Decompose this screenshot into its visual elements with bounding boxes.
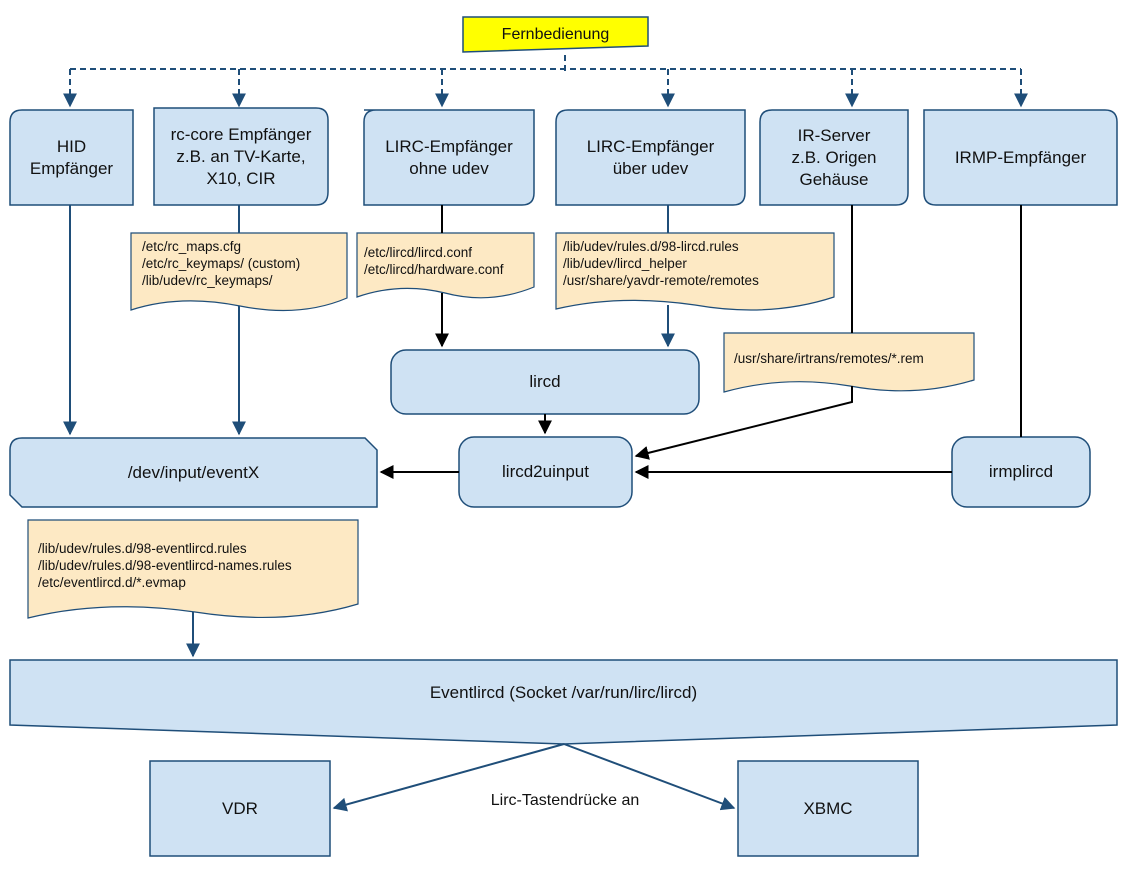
eventlircd-box (9, 659, 1118, 745)
vdr-box (149, 760, 331, 857)
eventlircd-to-vdr-arrow (332, 743, 565, 812)
remote-dashed-connectors (63, 55, 1028, 108)
lircd-box (390, 349, 700, 415)
hid-receiver-box (9, 109, 134, 206)
remote-box (462, 16, 649, 53)
xbmc-box (737, 760, 919, 857)
eventlircd-rules-note (27, 519, 359, 619)
irserver-receiver-box (759, 109, 909, 206)
irmplircd-box (951, 436, 1091, 508)
irmp-receiver-box (923, 109, 1118, 206)
rcmaps-note (130, 232, 348, 312)
lircd2uinput-box (458, 436, 633, 508)
rccore-receiver-box (153, 107, 329, 206)
lircd-conf-note (356, 232, 535, 299)
lirc-udev-receiver-box (555, 109, 746, 206)
udev-rules-note (555, 232, 835, 311)
irtrans-to-lircd2uinput-arrow (634, 386, 853, 460)
devinput-box (9, 437, 378, 508)
irtrans-note (723, 332, 975, 393)
lirc-noudev-receiver-box (363, 109, 535, 206)
eventlircd-to-xbmc-arrow (563, 743, 736, 811)
